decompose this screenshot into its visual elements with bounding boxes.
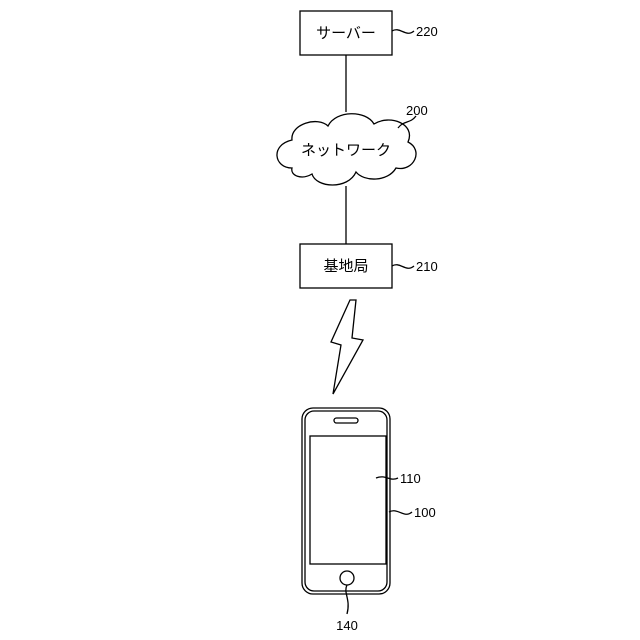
network-ref: 200 [406,103,428,118]
device-ref: 100 [414,505,436,520]
server-ref: 220 [416,24,438,39]
smartphone-device [302,408,390,594]
server-node: サーバー [300,11,392,55]
base-station-ref: 210 [416,259,438,274]
base-station-ref-leader [392,265,414,269]
home-button [340,571,354,585]
server-ref-leader [392,30,414,34]
wireless-signal-bolt [331,300,363,394]
home-button-ref: 140 [336,618,358,633]
screen-ref: 110 [400,471,421,486]
device-screen [310,436,386,564]
network-node: ネットワーク [277,114,416,185]
base-station-label: 基地局 [323,257,368,275]
device-speaker [334,418,358,423]
server-label: サーバー [316,24,376,42]
device-ref-leader [389,511,412,515]
network-label: ネットワーク [301,141,391,159]
base-station-node: 基地局 [300,244,392,288]
